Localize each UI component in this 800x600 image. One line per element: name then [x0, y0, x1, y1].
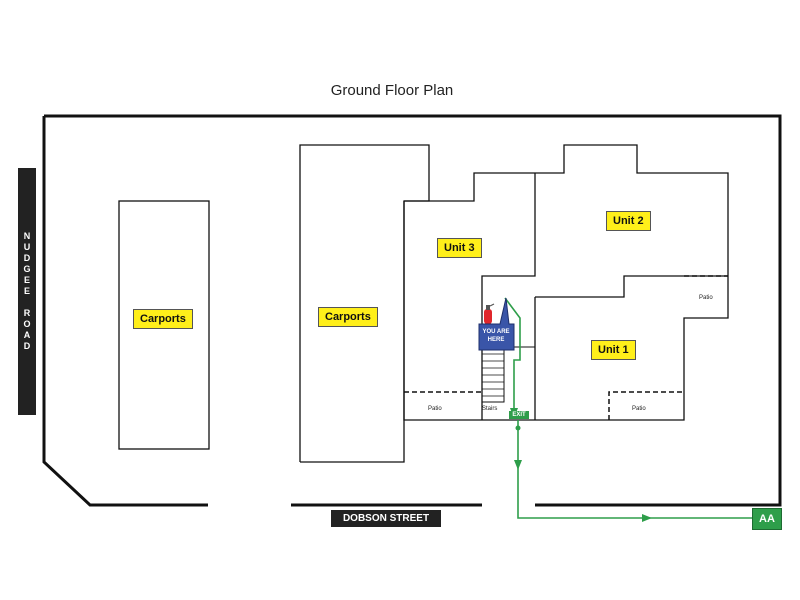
page-title: Ground Floor Plan — [330, 82, 454, 99]
unit1-label: Unit 1 — [591, 340, 636, 360]
carports-center-outline — [299, 144, 430, 463]
you-are-here-label: YOU ARE HERE — [482, 329, 510, 343]
exit-sign: EXIT — [509, 411, 529, 419]
you-are-here-pin-icon — [478, 297, 515, 351]
nudgee-road-sign: NUDGEE ROAD — [18, 168, 36, 415]
stairs-label: Stairs — [482, 406, 498, 412]
patio-unit1-label: Patio — [632, 406, 646, 412]
carports-left-outline — [118, 200, 210, 450]
unit2-wall — [535, 275, 728, 298]
site-boundary-left — [42, 116, 208, 507]
assembly-area-sign: AA — [752, 508, 782, 530]
carports-center-label: Carports — [318, 307, 378, 327]
patio-unit1-line — [608, 391, 684, 420]
exit-arrow-3 — [642, 514, 652, 522]
fire-extinguisher-icon — [484, 303, 495, 324]
patio-unit3-label: Patio — [428, 406, 442, 412]
site-boundary — [44, 114, 782, 507]
unit2-label: Unit 2 — [606, 211, 651, 231]
dobson-street-sign: DOBSON STREET — [331, 510, 441, 527]
carports-left-label: Carports — [133, 309, 193, 329]
exit-arrow-2 — [514, 460, 522, 470]
building-outline — [403, 144, 729, 421]
stairs-drawing — [481, 346, 535, 403]
patio-unit2-label: Patio — [699, 295, 713, 301]
unit3-wall — [481, 173, 536, 420]
unit3-label: Unit 3 — [437, 238, 482, 258]
exit-route — [504, 297, 752, 522]
nudgee-road-label: NUDGEE ROAD — [22, 231, 32, 352]
exit-route-node — [515, 425, 521, 431]
